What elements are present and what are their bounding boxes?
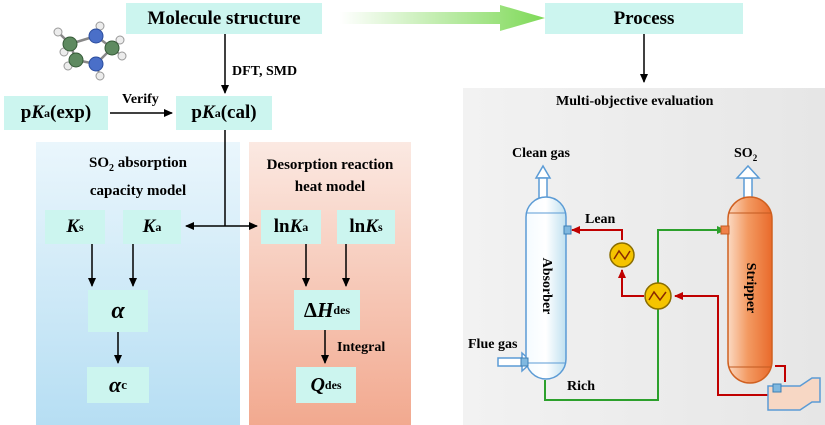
- absorber-label: Absorber: [539, 257, 554, 315]
- multi-objective-label: Multi-objective evaluation: [556, 94, 714, 109]
- lean-label: Lean: [585, 212, 616, 227]
- stripper-label: Stripper: [743, 262, 758, 314]
- verify-label: Verify: [122, 92, 159, 107]
- stripper-column: [727, 196, 773, 384]
- reboiler: [767, 377, 821, 411]
- absorber-column: [525, 196, 567, 380]
- so2-label: SO2: [734, 146, 758, 163]
- dft-smd-label: DFT, SMD: [232, 64, 298, 79]
- desorption-title: Desorption reaction heat model: [266, 157, 394, 195]
- rich-label: Rich: [567, 379, 595, 394]
- process-box: Process: [545, 3, 743, 34]
- alpha-box: α: [88, 290, 148, 332]
- absorption-title: SO2 absorption capacity model: [89, 155, 187, 199]
- clean-gas-label: Clean gas: [512, 146, 570, 161]
- heat-exchanger-icon: [644, 282, 672, 310]
- molecule-structure-box: Molecule structure: [126, 3, 322, 34]
- flue-gas-label: Flue gas: [468, 337, 518, 352]
- flow-arrow-green: [340, 5, 545, 31]
- molecule-image: [53, 21, 127, 81]
- integral-label: Integral: [337, 340, 386, 355]
